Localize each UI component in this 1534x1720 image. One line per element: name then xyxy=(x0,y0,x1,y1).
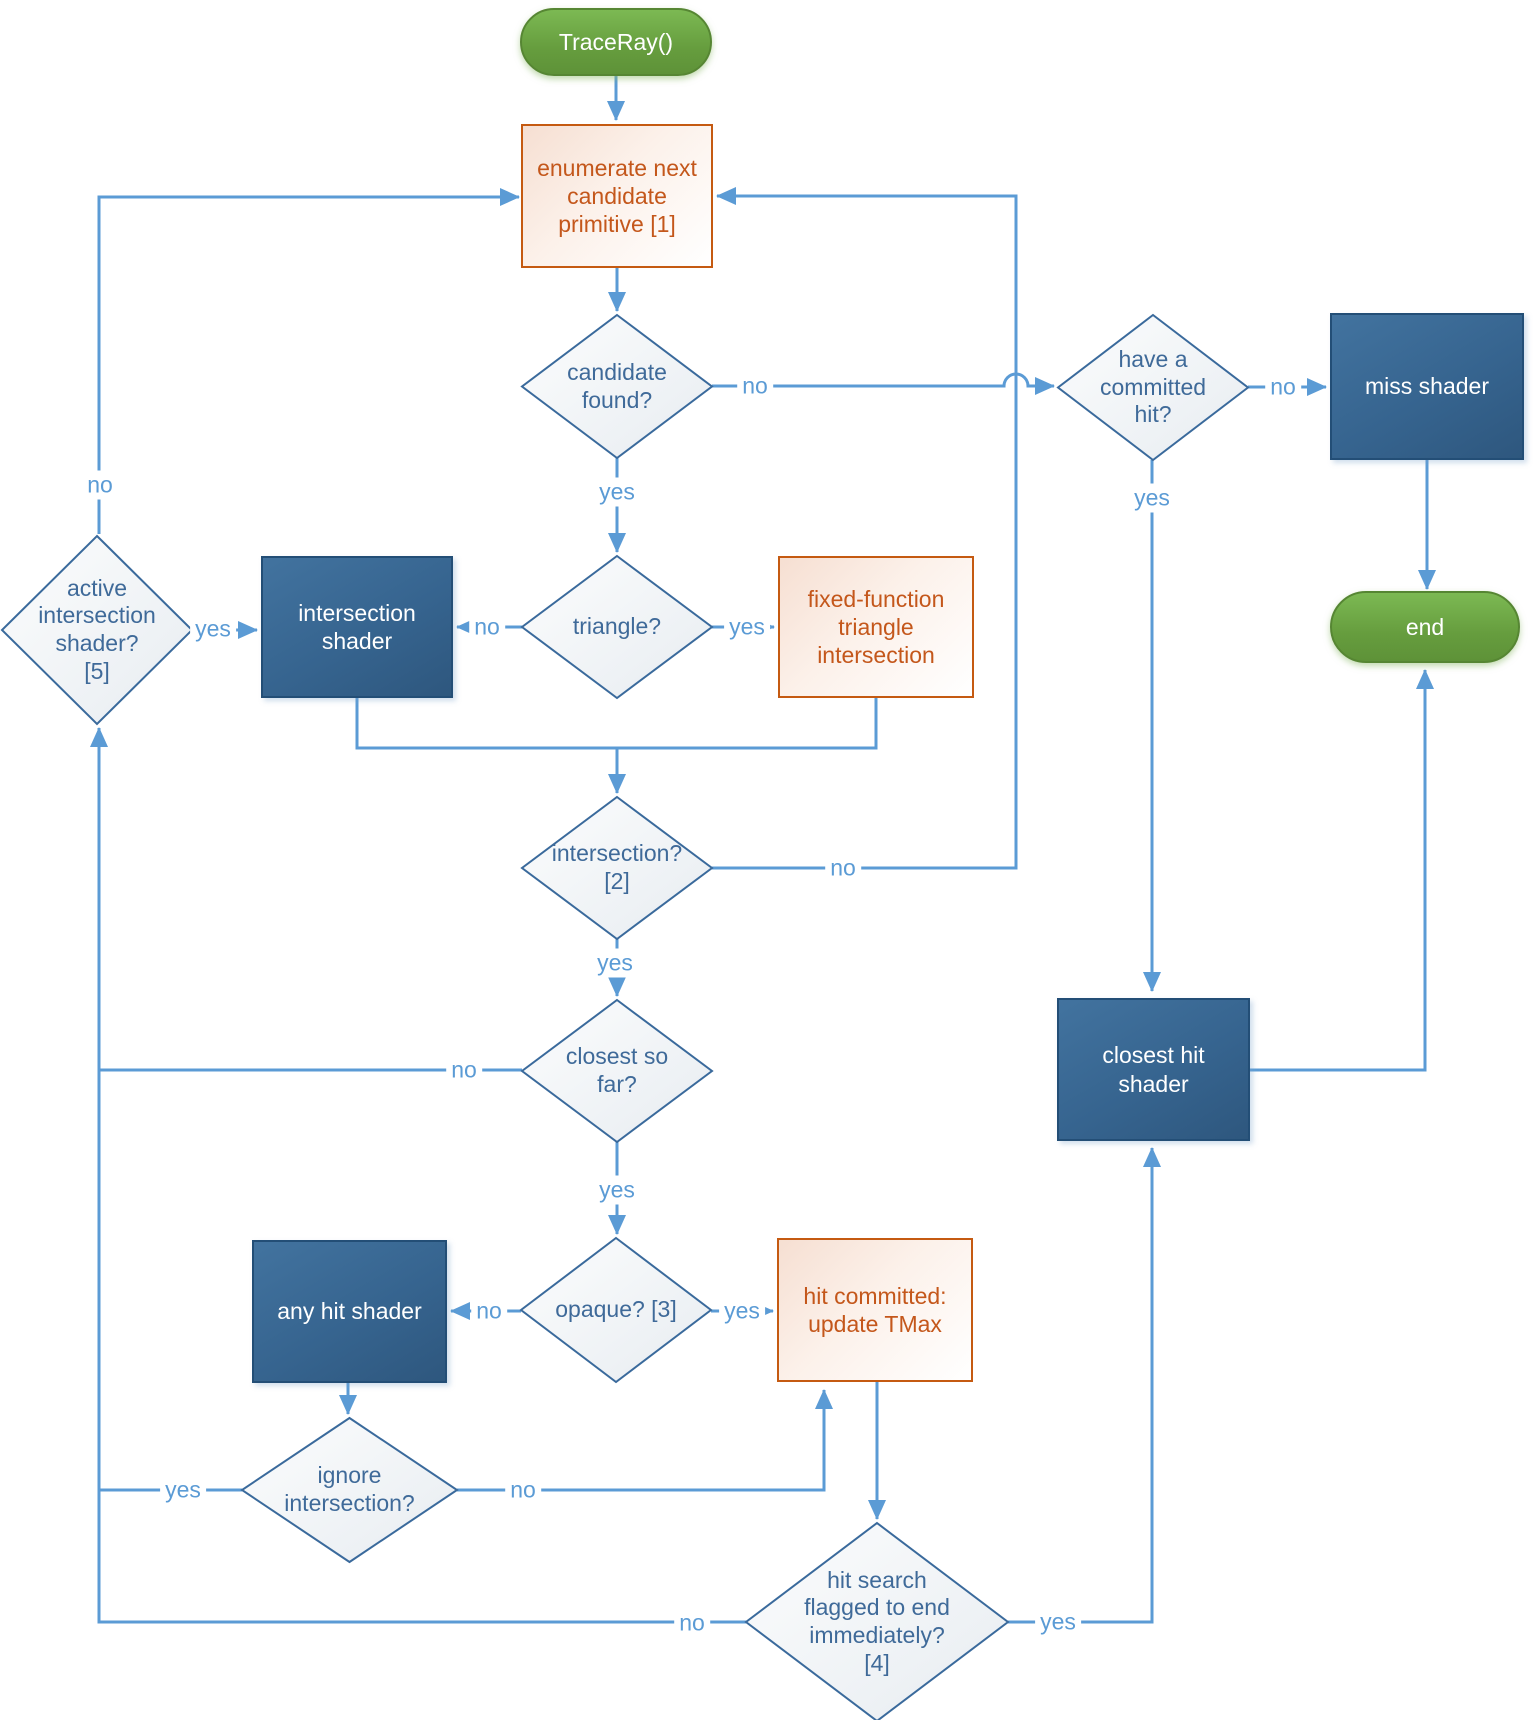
label-closest-so-far-no: no xyxy=(446,1055,482,1085)
label-active-intersection-no: no xyxy=(82,470,118,500)
node-have-committed-hit-decision: have a committed hit? xyxy=(1058,315,1248,460)
node-hit-search-flagged-decision: hit search flagged to end immediately? [… xyxy=(746,1523,1008,1720)
edge-hitsearch-no-rail-to-active xyxy=(90,727,746,1624)
node-hit-committed: hit committed: update TMax xyxy=(777,1238,973,1382)
node-ignore-intersection-label: ignore intersection? xyxy=(284,1462,415,1516)
node-miss-shader-label: miss shader xyxy=(1365,373,1489,400)
node-traceray-start: TraceRay() xyxy=(520,8,712,76)
node-end: end xyxy=(1330,591,1520,663)
node-triangle-label: triangle? xyxy=(572,613,662,640)
node-any-hit-shader-label: any hit shader xyxy=(277,1298,422,1325)
node-candidate-found-label: candidate found? xyxy=(567,358,667,413)
label-triangle-yes: yes xyxy=(724,612,770,642)
label-opaque-no: no xyxy=(471,1296,507,1326)
node-miss-shader: miss shader xyxy=(1330,313,1524,460)
label-ignore-intersection-yes: yes xyxy=(160,1475,206,1505)
node-intersection2-label: intersection? [2] xyxy=(551,840,683,894)
node-opaque-label: opaque? [3] xyxy=(555,1296,677,1323)
node-closest-hit-shader-label: closest hit shader xyxy=(1102,1042,1205,1097)
label-have-committed-hit-yes: yes xyxy=(1129,483,1175,513)
node-traceray-label: TraceRay() xyxy=(558,28,674,55)
node-active-intersection-label: active intersection shader? [5] xyxy=(38,574,156,684)
label-candidate-found-no: no xyxy=(737,371,773,401)
node-intersection-shader: intersection shader xyxy=(261,556,453,698)
node-closest-hit-shader: closest hit shader xyxy=(1057,998,1250,1141)
node-have-committed-hit-label: have a committed hit? xyxy=(1099,346,1207,428)
label-active-intersection-yes: yes xyxy=(190,614,236,644)
edge-intersection2-no-to-enumerate xyxy=(712,187,1018,870)
node-enumerate-label: enumerate next candidate primitive [1] xyxy=(537,154,697,238)
node-triangle-decision: triangle? xyxy=(522,556,712,698)
label-ignore-intersection-no: no xyxy=(505,1475,541,1505)
node-end-label: end xyxy=(1405,613,1445,640)
edge-closesthit-to-end xyxy=(1250,669,1434,1072)
edge-active-no-to-enumerate xyxy=(97,188,520,534)
label-intersection2-yes: yes xyxy=(592,948,638,978)
label-candidate-found-yes: yes xyxy=(594,477,640,507)
edge-ignore-no-to-hitcommitted xyxy=(457,1389,833,1492)
node-any-hit-shader: any hit shader xyxy=(252,1240,447,1383)
node-enumerate-next-candidate: enumerate next candidate primitive [1] xyxy=(521,124,713,268)
edge-merge-line xyxy=(355,698,878,750)
node-closest-so-far-decision: closest so far? xyxy=(522,1000,712,1142)
label-hit-search-yes: yes xyxy=(1035,1607,1081,1637)
label-opaque-yes: yes xyxy=(719,1296,765,1326)
node-active-intersection-shader-decision: active intersection shader? [5] xyxy=(2,536,192,724)
node-fixed-function-label: fixed-function triangle intersection xyxy=(807,585,945,669)
label-have-committed-hit-no: no xyxy=(1265,372,1301,402)
edge-hitsearch-yes-to-closesthit xyxy=(1008,1147,1161,1624)
label-triangle-no: no xyxy=(469,612,505,642)
node-intersection2-decision: intersection? [2] xyxy=(522,797,712,939)
node-candidate-found-decision: candidate found? xyxy=(522,315,712,458)
node-fixed-function-intersection: fixed-function triangle intersection xyxy=(778,556,974,698)
label-closest-so-far-yes: yes xyxy=(594,1175,640,1205)
label-hit-search-no: no xyxy=(674,1608,710,1638)
node-hit-committed-label: hit committed: update TMax xyxy=(803,1282,947,1337)
node-ignore-intersection-decision: ignore intersection? xyxy=(242,1418,457,1562)
label-intersection2-no: no xyxy=(825,853,861,883)
node-closest-so-far-label: closest so far? xyxy=(565,1043,669,1097)
node-opaque-decision: opaque? [3] xyxy=(521,1238,711,1382)
node-intersection-shader-label: intersection shader xyxy=(298,599,416,654)
node-hit-search-flagged-label: hit search flagged to end immediately? [… xyxy=(804,1566,950,1676)
